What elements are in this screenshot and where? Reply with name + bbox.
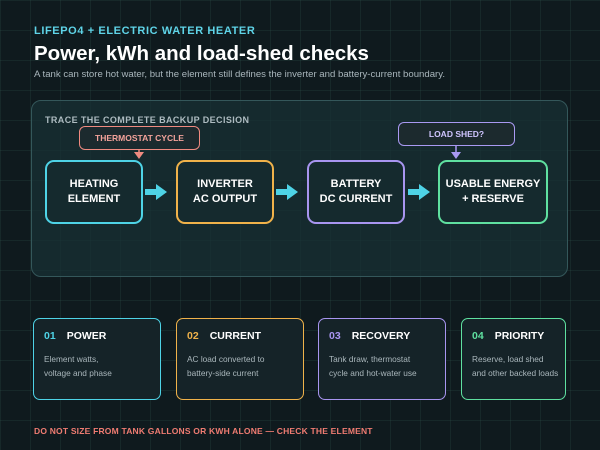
card-recovery: 03 RECOVERY Tank draw, thermostat cycle … [318, 318, 446, 400]
card-number: 03 [329, 330, 341, 342]
card-number: 04 [472, 330, 484, 342]
card-header: 02 CURRENT [187, 330, 261, 342]
thermostat-connector-arrowhead [134, 152, 144, 159]
card-title: PRIORITY [494, 330, 545, 342]
card-power: 01 POWER Element watts, voltage and phas… [33, 318, 161, 400]
card-current: 02 CURRENT AC load converted to battery-… [176, 318, 304, 400]
arrow-right-icon [145, 184, 167, 200]
card-header: 03 RECOVERY [329, 330, 410, 342]
card-header: 01 POWER [44, 330, 106, 342]
node-battery-dc-current: BATTERY DC CURRENT [307, 160, 405, 224]
card-title: CURRENT [209, 330, 262, 342]
card-number: 01 [44, 330, 56, 342]
node-inverter-ac-output: INVERTER AC OUTPUT [176, 160, 274, 224]
arrow-right-icon [408, 184, 430, 200]
page-title: Power, kWh and load-shed checks [34, 42, 369, 65]
header-kicker: LIFEPO4 + ELECTRIC WATER HEATER [34, 25, 256, 37]
page-subtitle: A tank can store hot water, but the elem… [34, 69, 445, 80]
card-title: POWER [66, 330, 107, 342]
card-description: Reserve, load shed and other backed load… [472, 354, 559, 378]
load-shed-connector-arrowhead [451, 152, 461, 159]
card-priority: 04 PRIORITY Reserve, load shed and other… [461, 318, 566, 400]
load-shed-tag: LOAD SHED? [398, 122, 515, 146]
node-usable-energy-reserve: USABLE ENERGY + RESERVE [438, 160, 548, 224]
thermostat-cycle-tag: THERMOSTAT CYCLE [79, 126, 200, 150]
arrow-right-icon [276, 184, 298, 200]
card-number: 02 [187, 330, 199, 342]
card-description: Element watts, voltage and phase [44, 354, 112, 378]
card-description: AC load converted to battery-side curren… [187, 354, 265, 378]
card-title: RECOVERY [351, 330, 411, 342]
card-description: Tank draw, thermostat cycle and hot-wate… [329, 354, 417, 378]
card-header: 04 PRIORITY [472, 330, 544, 342]
panel-label: TRACE THE COMPLETE BACKUP DECISION [45, 115, 250, 125]
footer-warning: DO NOT SIZE FROM TANK GALLONS OR KWH ALO… [34, 426, 373, 436]
node-heating-element: HEATING ELEMENT [45, 160, 143, 224]
